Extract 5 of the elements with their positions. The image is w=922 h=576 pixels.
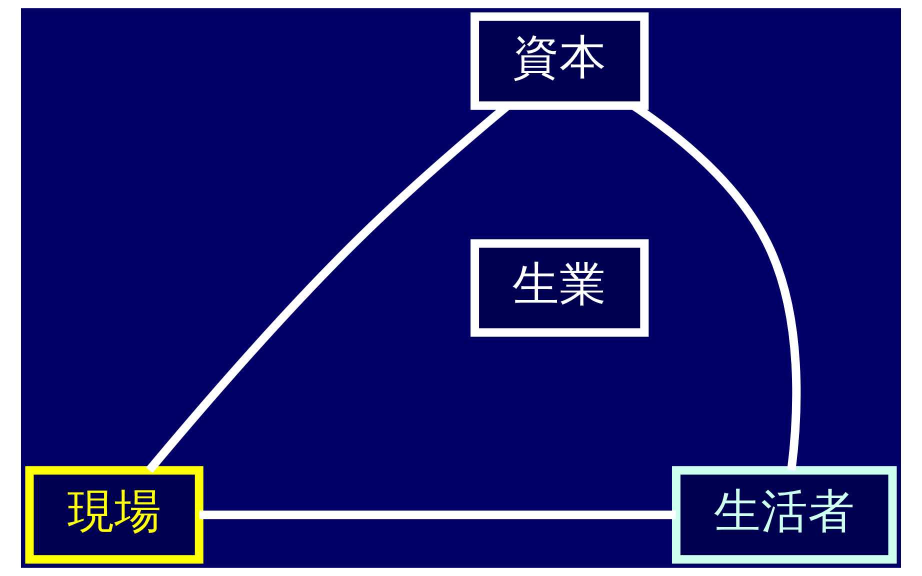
connector (199, 510, 676, 520)
node-box: 資本 (470, 12, 649, 110)
node-box: 生活者 (672, 466, 897, 564)
node-box: 生業 (470, 239, 649, 337)
node-box: 現場 (25, 466, 204, 564)
